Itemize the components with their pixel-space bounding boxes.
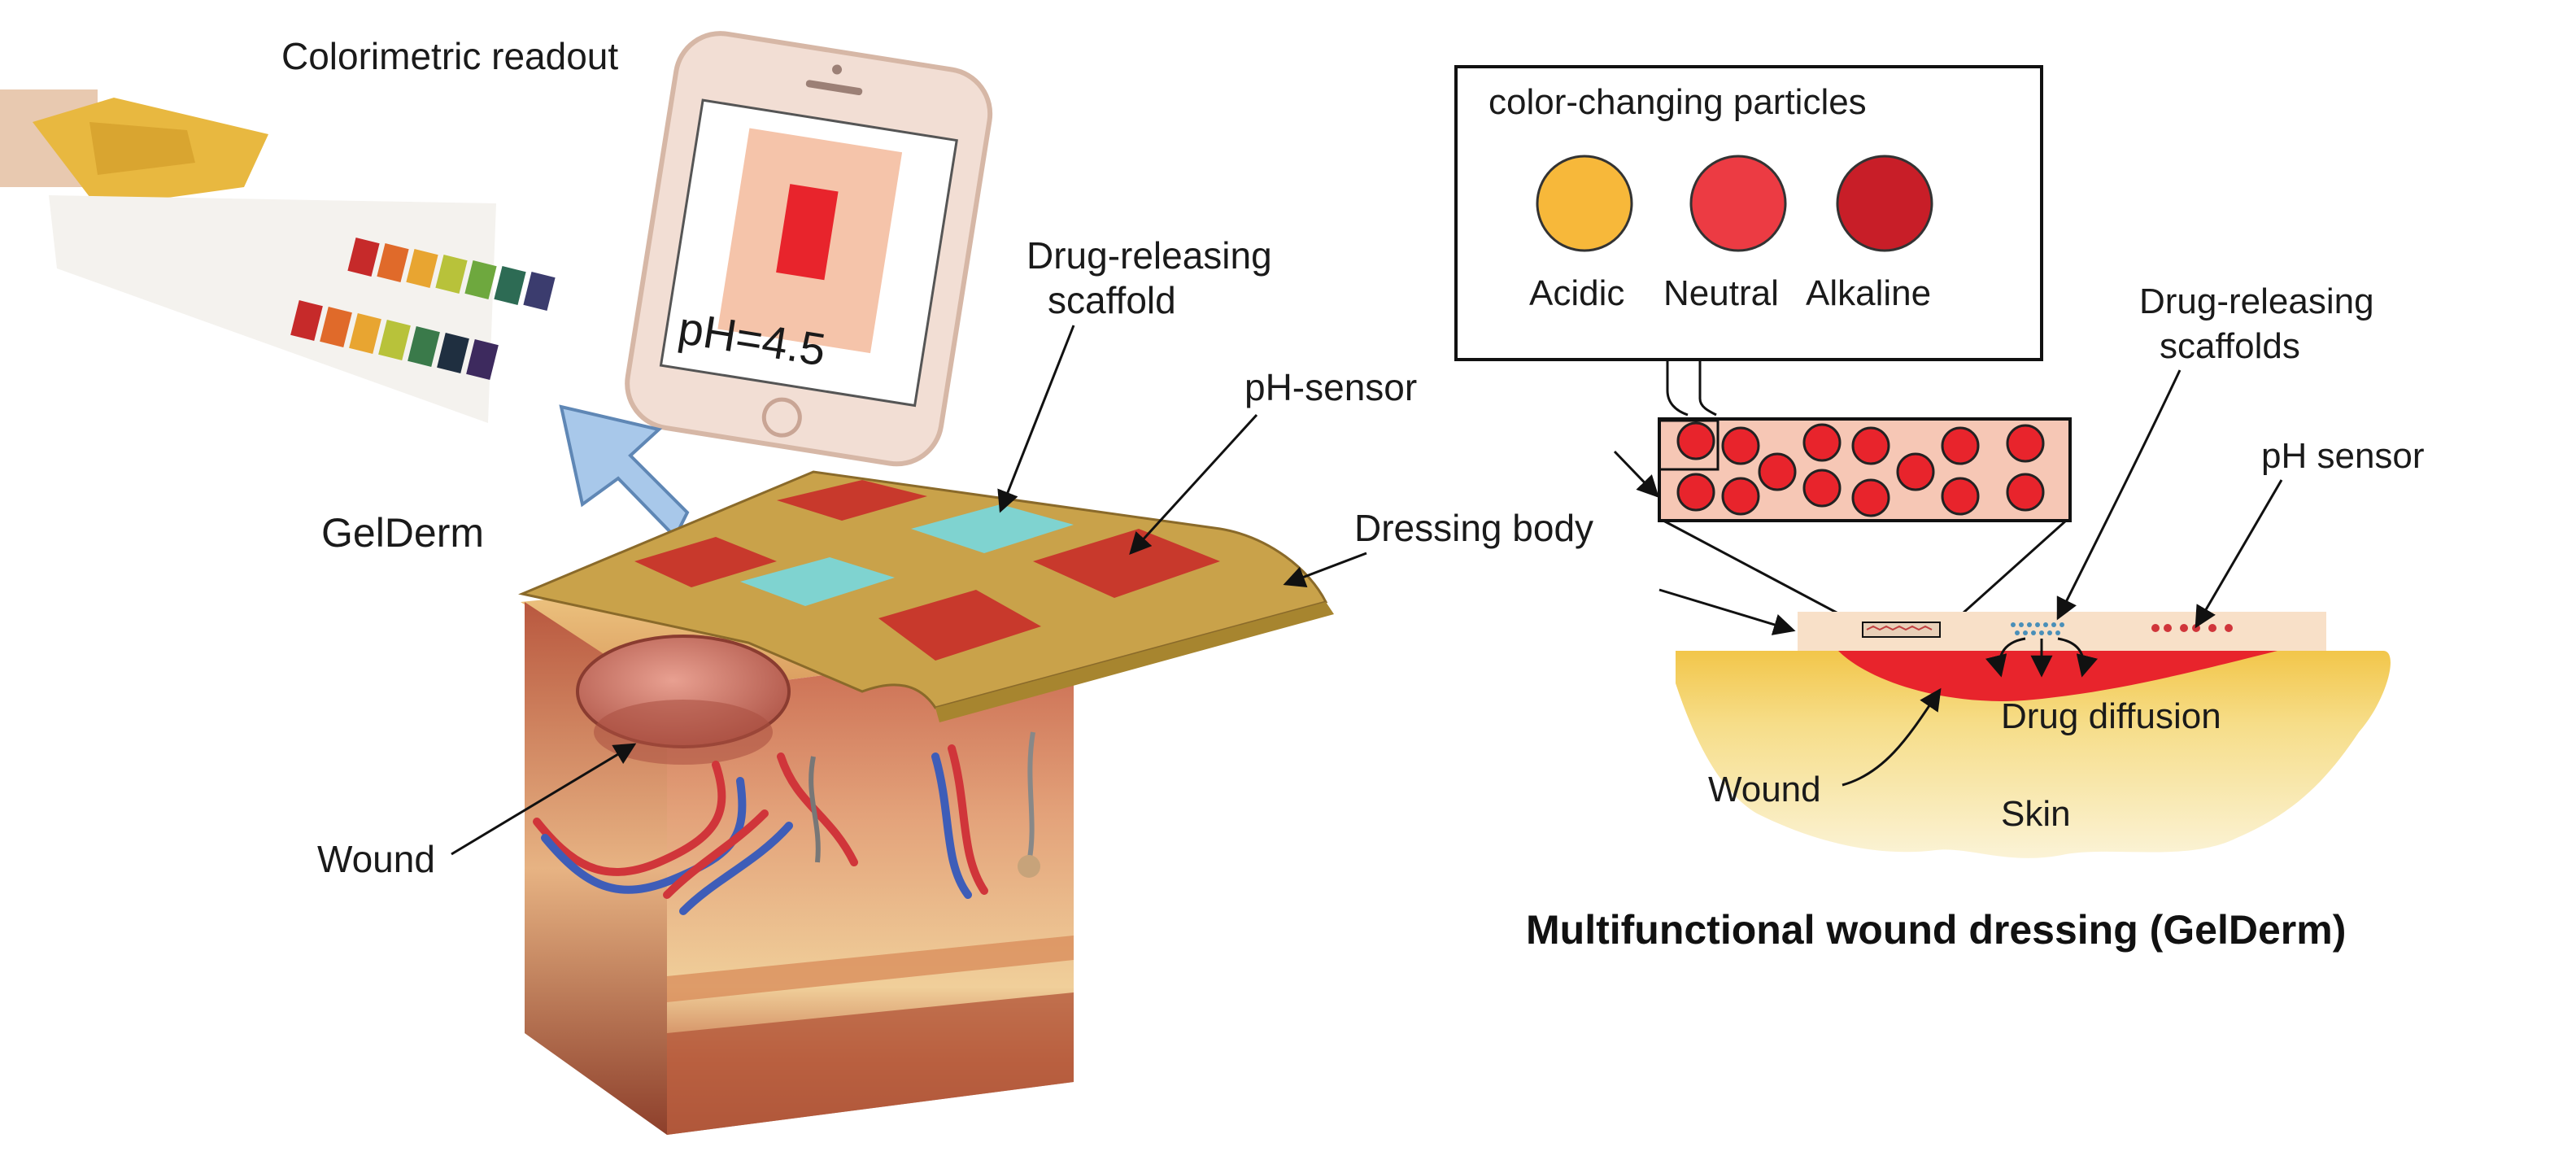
alkaline-particle-icon bbox=[1836, 155, 1933, 252]
readout-arrow-icon bbox=[559, 404, 690, 540]
skin-cross-section-illustration bbox=[521, 561, 1074, 1135]
particle-acidic-label: Acidic bbox=[1529, 273, 1624, 313]
ph-sensor-label-left: pH-sensor bbox=[1244, 366, 1417, 408]
particle-neutral-label: Neutral bbox=[1663, 273, 1779, 313]
drug-releasing-scaffolds-label-line1: Drug-releasing bbox=[2139, 281, 2374, 321]
particles-title: color-changing particles bbox=[1489, 82, 1867, 122]
wound-skin-cross-section bbox=[1676, 612, 2391, 858]
ph-test-strip-image bbox=[0, 89, 556, 423]
drug-releasing-scaffold-label-line1: Drug-releasing bbox=[1026, 234, 1272, 277]
zoomed-ph-sensor bbox=[1658, 417, 2072, 522]
dressing-body-sheet bbox=[518, 470, 1334, 722]
gelderm-label: GelDerm bbox=[321, 510, 484, 556]
smartphone-icon bbox=[625, 31, 993, 467]
drug-releasing-scaffolds-label-line2: scaffolds bbox=[2160, 326, 2300, 366]
drug-scaffold-patches bbox=[740, 504, 1074, 606]
ph-sensor-label-right: pH sensor bbox=[2261, 436, 2425, 476]
ph-sensor-patches bbox=[634, 480, 1220, 661]
drug-diffusion-label: Drug diffusion bbox=[2001, 696, 2221, 736]
dressing-body-label: Dressing body bbox=[1354, 507, 1593, 549]
particle-alkaline-label: Alkaline bbox=[1806, 273, 1931, 313]
main-title: Multifunctional wound dressing (GelDerm) bbox=[1526, 907, 2346, 953]
wound-label-left: Wound bbox=[317, 838, 435, 880]
wound-label-right: Wound bbox=[1708, 770, 1821, 809]
skin-label: Skin bbox=[2001, 794, 2071, 834]
drug-releasing-scaffold-label-line2: scaffold bbox=[1048, 279, 1176, 321]
acidic-particle-icon bbox=[1536, 155, 1633, 252]
neutral-particle-icon bbox=[1689, 155, 1787, 252]
colorimetric-readout-label: Colorimetric readout bbox=[281, 35, 618, 77]
